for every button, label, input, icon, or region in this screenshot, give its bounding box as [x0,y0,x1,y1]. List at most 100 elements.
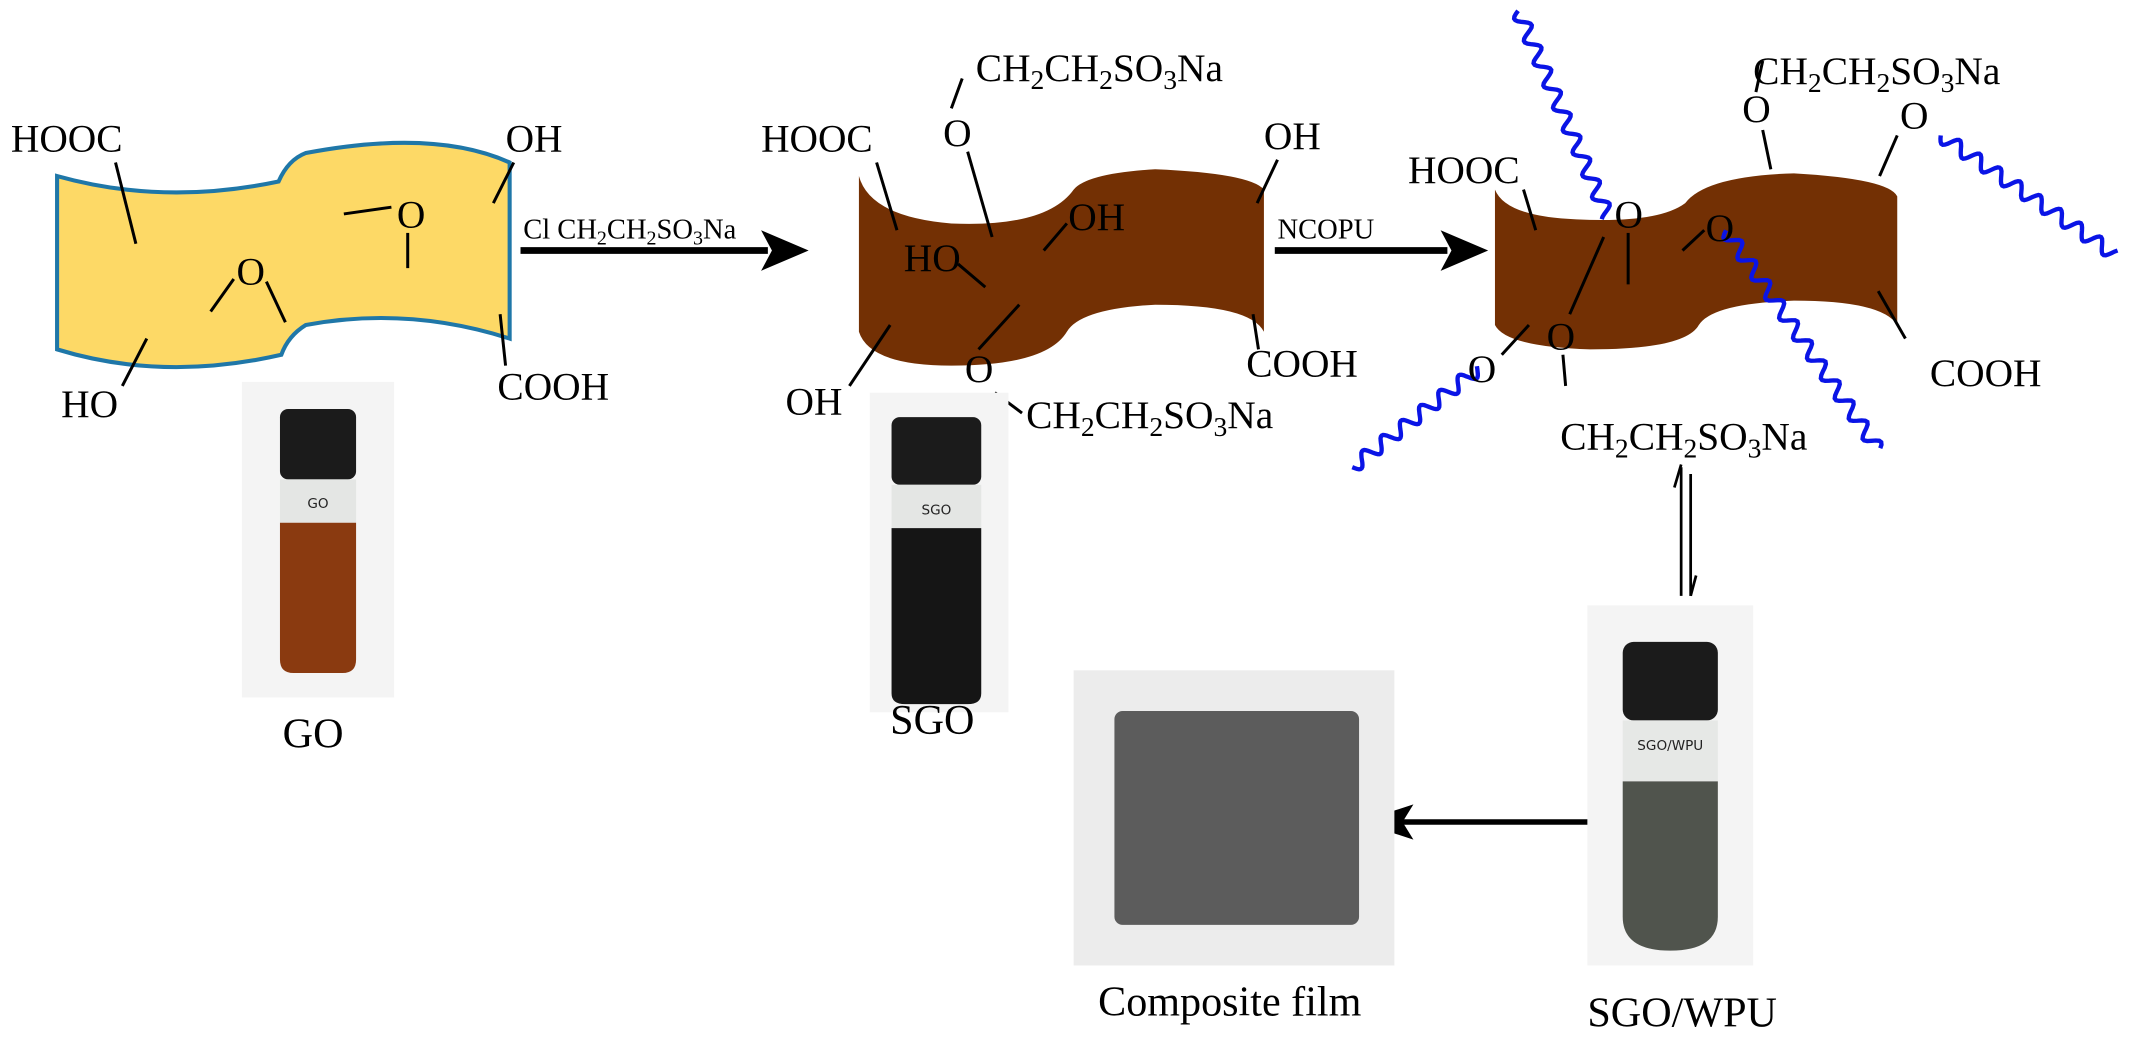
sgo-o-top: O [943,111,971,155]
pu-o2: O [1742,87,1770,131]
formula-subscript: 2 [1081,411,1095,442]
composite-film-photo [1073,670,1395,966]
formula-subscript: 3 [1214,411,1228,442]
sgo-wpu-vial-label: SGO/WPU [1637,738,1703,754]
bond [492,161,516,204]
bond [1251,313,1260,350]
reaction-arrow-2: NCOPU [1274,214,1489,271]
formula-segment: CH [1629,415,1684,459]
bond [949,78,964,109]
pu-o1: O [1615,193,1643,237]
go-sheet-shape [55,140,512,370]
sgo-sheet: HOOC O CH2CH2SO3Na OH OH HO OH O CH2CH2S… [761,46,1358,442]
formula-subscript: 2 [647,227,657,249]
formula-subscript: 2 [1615,433,1629,464]
formula-segment: Na [1227,393,1273,437]
sgo-wpu-vial-photo: SGO/WPU [1587,605,1754,966]
formula-subscript: 2 [1149,411,1163,442]
go-ho-label: HO [61,382,118,426]
formula-segment: CH [1095,393,1150,437]
equilibrium-arrow [1673,464,1698,597]
formula-segment: CH [1560,415,1615,459]
formula-segment: CH [607,214,647,245]
bond [120,337,149,387]
formula-segment: Na [1761,415,1807,459]
polyurethane-chain [1721,229,1884,449]
pu-o5: O [1468,347,1496,391]
bond [265,281,287,323]
formula-segment: CH [1026,393,1081,437]
go-vial-photo: GO [241,381,395,698]
bond [1522,189,1538,231]
go-caption: GO [283,712,344,758]
formula-segment: SO [1113,46,1163,90]
polyurethane-chains [1351,9,2119,472]
bond [875,162,899,231]
formula-subscript: 3 [1163,65,1177,96]
formula-subscript: 3 [1748,433,1762,464]
go-vial-label: GO [307,496,328,512]
bond [1561,354,1568,387]
arrow-head-icon [761,230,809,271]
sgo-oh-mid: OH [1068,195,1125,239]
formula-subscript: 3 [693,227,703,249]
formula-segment: SO [657,214,693,245]
pu-grafted-sgo-sheet: HOOC O O CH2CH2SO3Na O O O O CH2CH2SO3Na… [1351,9,2119,472]
pu-sheet-shape [1494,173,1898,350]
pu-cooh-label: COOH [1930,351,2042,395]
formula-subscript: 2 [597,227,607,249]
reagent-ncopu: NCOPU [1278,214,1375,245]
formula-segment: CH [1822,49,1877,93]
bond [848,324,892,387]
bond [1042,222,1068,252]
sgo-oh-bottom: OH [786,379,843,423]
sgo-sulfonate-bottom: CH2CH2SO3Na [1026,393,1273,442]
bond [114,162,138,245]
sgo-sheet-shape [858,169,1264,366]
formula-segment: Na [703,214,737,245]
formula-segment: Na [1954,49,2000,93]
formula-subscript: 2 [1099,65,1113,96]
bond [1568,236,1606,315]
formula-subscript: 3 [1941,67,1955,98]
go-cooh-label: COOH [497,365,609,409]
polyurethane-chain [1351,365,1481,472]
formula-subscript: 2 [1031,65,1045,96]
pu-o6: O [1547,314,1575,358]
bond [1878,134,1899,177]
bond [977,303,1021,351]
go-sheet: HOOC OH O O HO COOH [11,117,609,426]
formula-segment: SO [1890,49,1940,93]
bond [1754,60,1765,93]
go-epoxy-o1: O [397,193,425,237]
sgo-sulfonate-top: CH2CH2SO3Na [976,46,1223,95]
formula-segment: CH [1044,46,1099,90]
formula-segment: SO [1697,415,1747,459]
sgo-wpu-caption: SGO/WPU [1587,991,1777,1037]
reagent-chloroethanesulfonate: Cl CH2CH2SO3Na [523,214,736,249]
sgo-caption: SGO [890,698,974,744]
bond [966,151,994,238]
sgo-oh-right: OH [1264,114,1321,158]
sgo-ho-mid: HO [904,236,961,280]
formula-segment: SO [1163,393,1213,437]
polyurethane-chain [1938,135,2119,258]
polyurethane-chain [1511,9,1612,220]
bond [957,262,987,289]
sgo-vial-label: SGO [921,503,951,519]
pu-sulfonate-bottom: CH2CH2SO3Na [1560,415,1807,464]
go-epoxy-o2: O [236,249,264,293]
formula-subscript: 2 [1808,67,1822,98]
go-oh-label: OH [506,117,563,161]
bond [1761,129,1773,170]
sgo-vial-photo: SGO [869,392,1009,713]
reaction-arrow-1: Cl CH2CH2SO3Na [520,214,809,271]
bond [1255,159,1279,204]
formula-segment: Na [1177,46,1223,90]
sgo-hooc-label: HOOC [761,117,873,161]
pu-o3: O [1900,94,1928,138]
pu-hooc-label: HOOC [1408,148,1520,192]
formula-subscript: 2 [1876,67,1890,98]
formula-segment: Cl CH [523,214,597,245]
